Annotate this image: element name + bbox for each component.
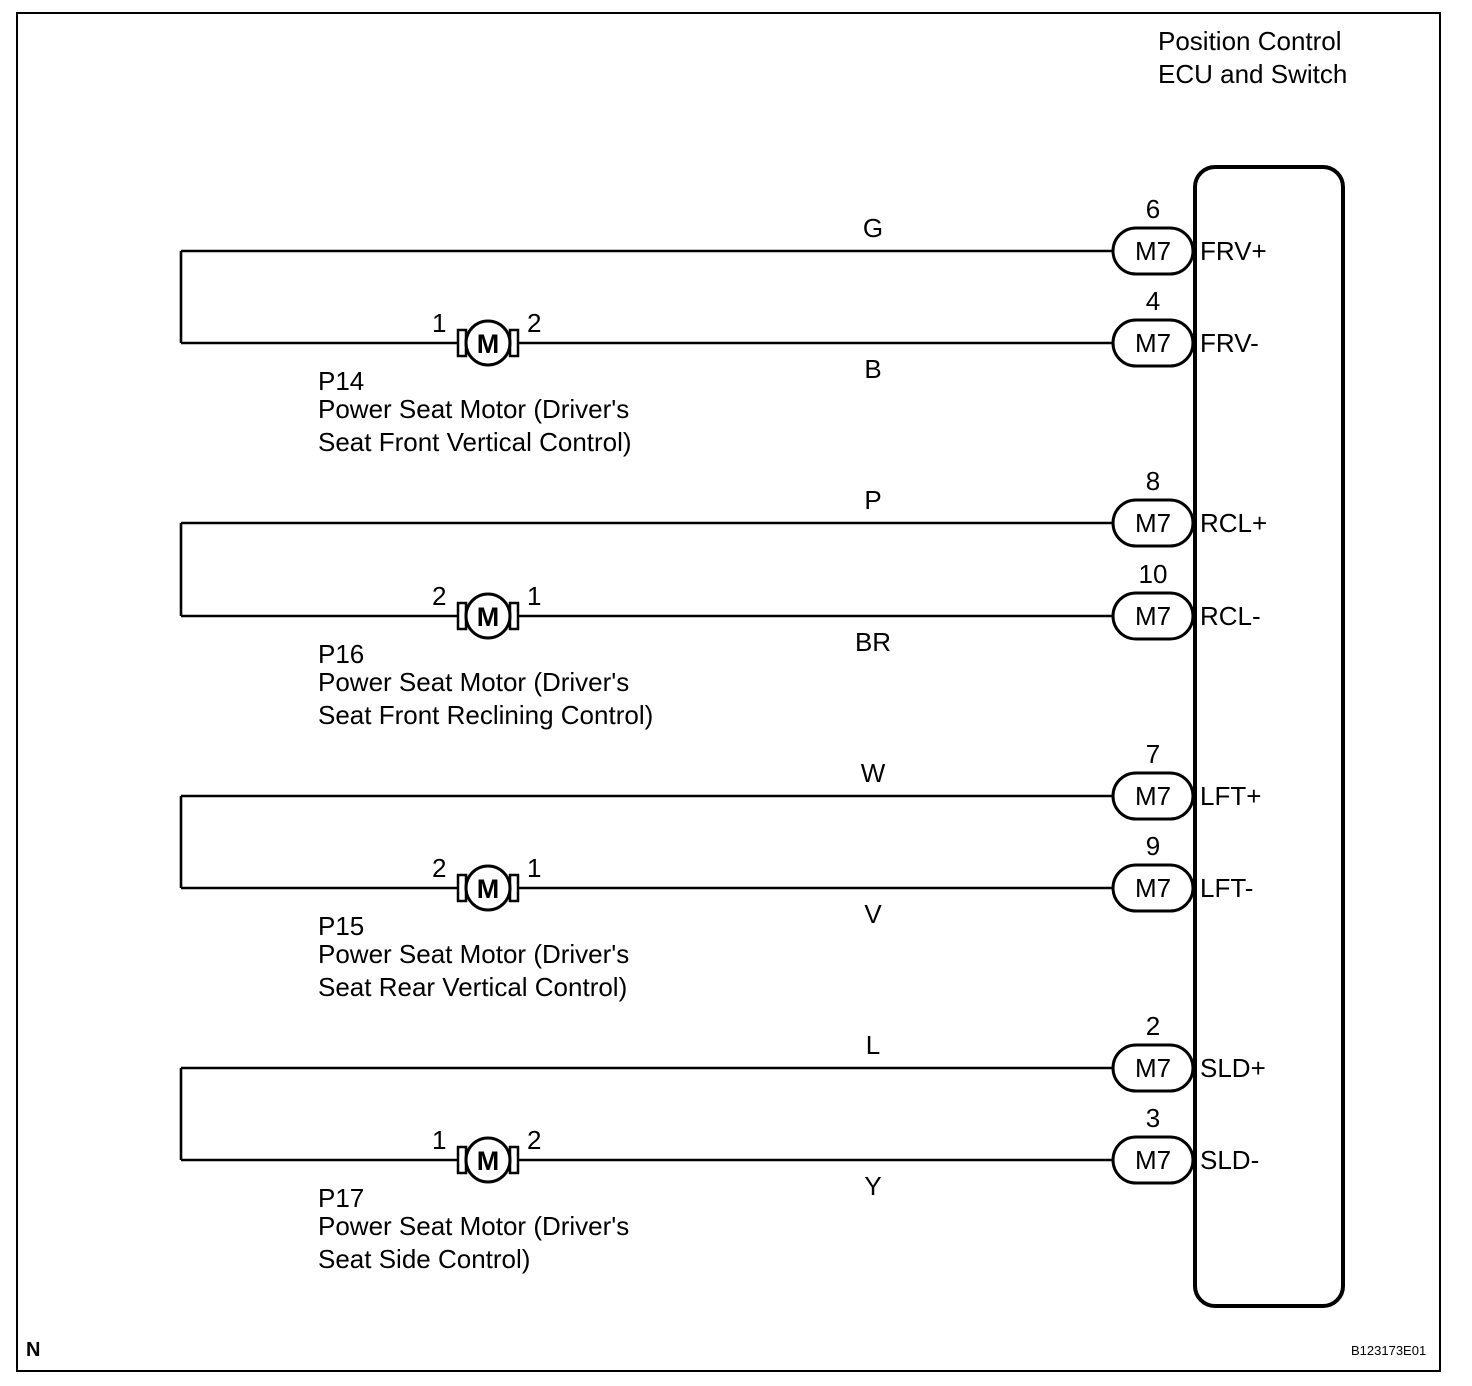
part-description-line1: Power Seat Motor (Driver's xyxy=(318,939,629,969)
lower-terminal-label: RCL- xyxy=(1200,601,1261,631)
upper-pin-number: 7 xyxy=(1146,739,1160,769)
part-id: P16 xyxy=(318,639,364,669)
upper-connector-label: M7 xyxy=(1135,781,1171,811)
lower-connector-label: M7 xyxy=(1135,601,1171,631)
part-description-line2: Seat Front Vertical Control) xyxy=(318,427,632,457)
lower-connector xyxy=(1111,318,1195,368)
lower-pin-number: 4 xyxy=(1146,286,1160,316)
upper-pin-number: 6 xyxy=(1146,194,1160,224)
upper-terminal-label: RCL+ xyxy=(1200,508,1267,538)
upper-connector xyxy=(1111,771,1195,821)
motor-icon: M xyxy=(456,592,520,640)
upper-pin-number: 2 xyxy=(1146,1011,1160,1041)
lower-connector xyxy=(1111,1135,1195,1185)
motor-pin-left: 1 xyxy=(432,1125,446,1155)
part-description-line2: Seat Front Reclining Control) xyxy=(318,700,653,730)
upper-terminal-label: FRV+ xyxy=(1200,236,1267,266)
part-id: P15 xyxy=(318,911,364,941)
motor-body xyxy=(464,864,512,912)
lower-connector-label: M7 xyxy=(1135,1145,1171,1175)
motor-pin-right: 1 xyxy=(527,581,541,611)
lower-connector-label: M7 xyxy=(1135,873,1171,903)
part-id: P14 xyxy=(318,366,364,396)
motor-pin-right: 2 xyxy=(527,1125,541,1155)
upper-terminal-label: SLD+ xyxy=(1200,1053,1266,1083)
lower-terminal-label: LFT- xyxy=(1200,873,1253,903)
motor-body xyxy=(464,1136,512,1184)
lower-wire-color: V xyxy=(864,899,882,929)
upper-connector-label: M7 xyxy=(1135,1053,1171,1083)
upper-pin-number: 8 xyxy=(1146,466,1160,496)
upper-connector xyxy=(1111,226,1195,276)
motor-pin-right: 1 xyxy=(527,853,541,883)
upper-connector-label: M7 xyxy=(1135,508,1171,538)
upper-wire-color: L xyxy=(866,1030,880,1060)
upper-terminal-label: LFT+ xyxy=(1200,781,1261,811)
part-description-line2: Seat Rear Vertical Control) xyxy=(318,972,627,1002)
motor-symbol-label: M xyxy=(477,874,500,904)
motor-body xyxy=(464,319,512,367)
lower-pin-number: 3 xyxy=(1146,1103,1160,1133)
lower-pin-number: 9 xyxy=(1146,831,1160,861)
motor-icon: M xyxy=(456,864,520,912)
upper-wire-color: W xyxy=(861,758,886,788)
lower-terminal-label: FRV- xyxy=(1200,328,1259,358)
ecu-title-line2: ECU and Switch xyxy=(1158,59,1347,89)
part-description-line2: Seat Side Control) xyxy=(318,1244,530,1274)
motor-pin-left: 1 xyxy=(432,308,446,338)
part-description-line1: Power Seat Motor (Driver's xyxy=(318,1211,629,1241)
upper-wire-color: G xyxy=(863,213,883,243)
motor-icon: M xyxy=(456,319,520,367)
upper-connector xyxy=(1111,498,1195,548)
motor-pin-right: 2 xyxy=(527,308,541,338)
corner-letter: N xyxy=(26,1339,40,1361)
upper-connector xyxy=(1111,1043,1195,1093)
lower-pin-number: 10 xyxy=(1139,559,1168,589)
lower-connector-label: M7 xyxy=(1135,328,1171,358)
lower-wire-color: B xyxy=(864,354,881,384)
diagram-frame xyxy=(16,12,1441,1372)
lower-terminal-label: SLD- xyxy=(1200,1145,1259,1175)
part-id: P17 xyxy=(318,1183,364,1213)
lower-connector xyxy=(1111,863,1195,913)
lower-wire-color: Y xyxy=(864,1171,881,1201)
ecu-title-line1: Position Control xyxy=(1158,26,1342,56)
motor-symbol-label: M xyxy=(477,602,500,632)
motor-symbol-label: M xyxy=(477,1146,500,1176)
motor-symbol-label: M xyxy=(477,329,500,359)
motor-pin-left: 2 xyxy=(432,581,446,611)
ecu-box xyxy=(1193,165,1345,1308)
figure-code: B123173E01 xyxy=(1351,1343,1426,1358)
part-description-line1: Power Seat Motor (Driver's xyxy=(318,667,629,697)
motor-pin-left: 2 xyxy=(432,853,446,883)
motor-icon: M xyxy=(456,1136,520,1184)
upper-connector-label: M7 xyxy=(1135,236,1171,266)
lower-wire-color: BR xyxy=(855,627,891,657)
motor-body xyxy=(464,592,512,640)
upper-wire-color: P xyxy=(864,485,881,515)
part-description-line1: Power Seat Motor (Driver's xyxy=(318,394,629,424)
lower-connector xyxy=(1111,591,1195,641)
